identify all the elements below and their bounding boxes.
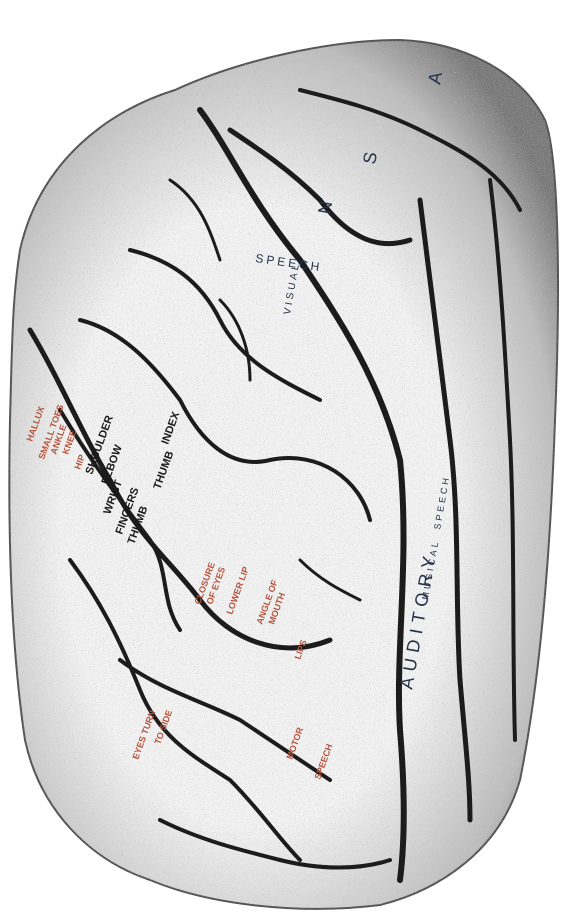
label-vertical-n: N	[314, 194, 337, 216]
label-vertical-s: S	[359, 144, 382, 165]
label-vertical-a: A	[424, 64, 447, 85]
